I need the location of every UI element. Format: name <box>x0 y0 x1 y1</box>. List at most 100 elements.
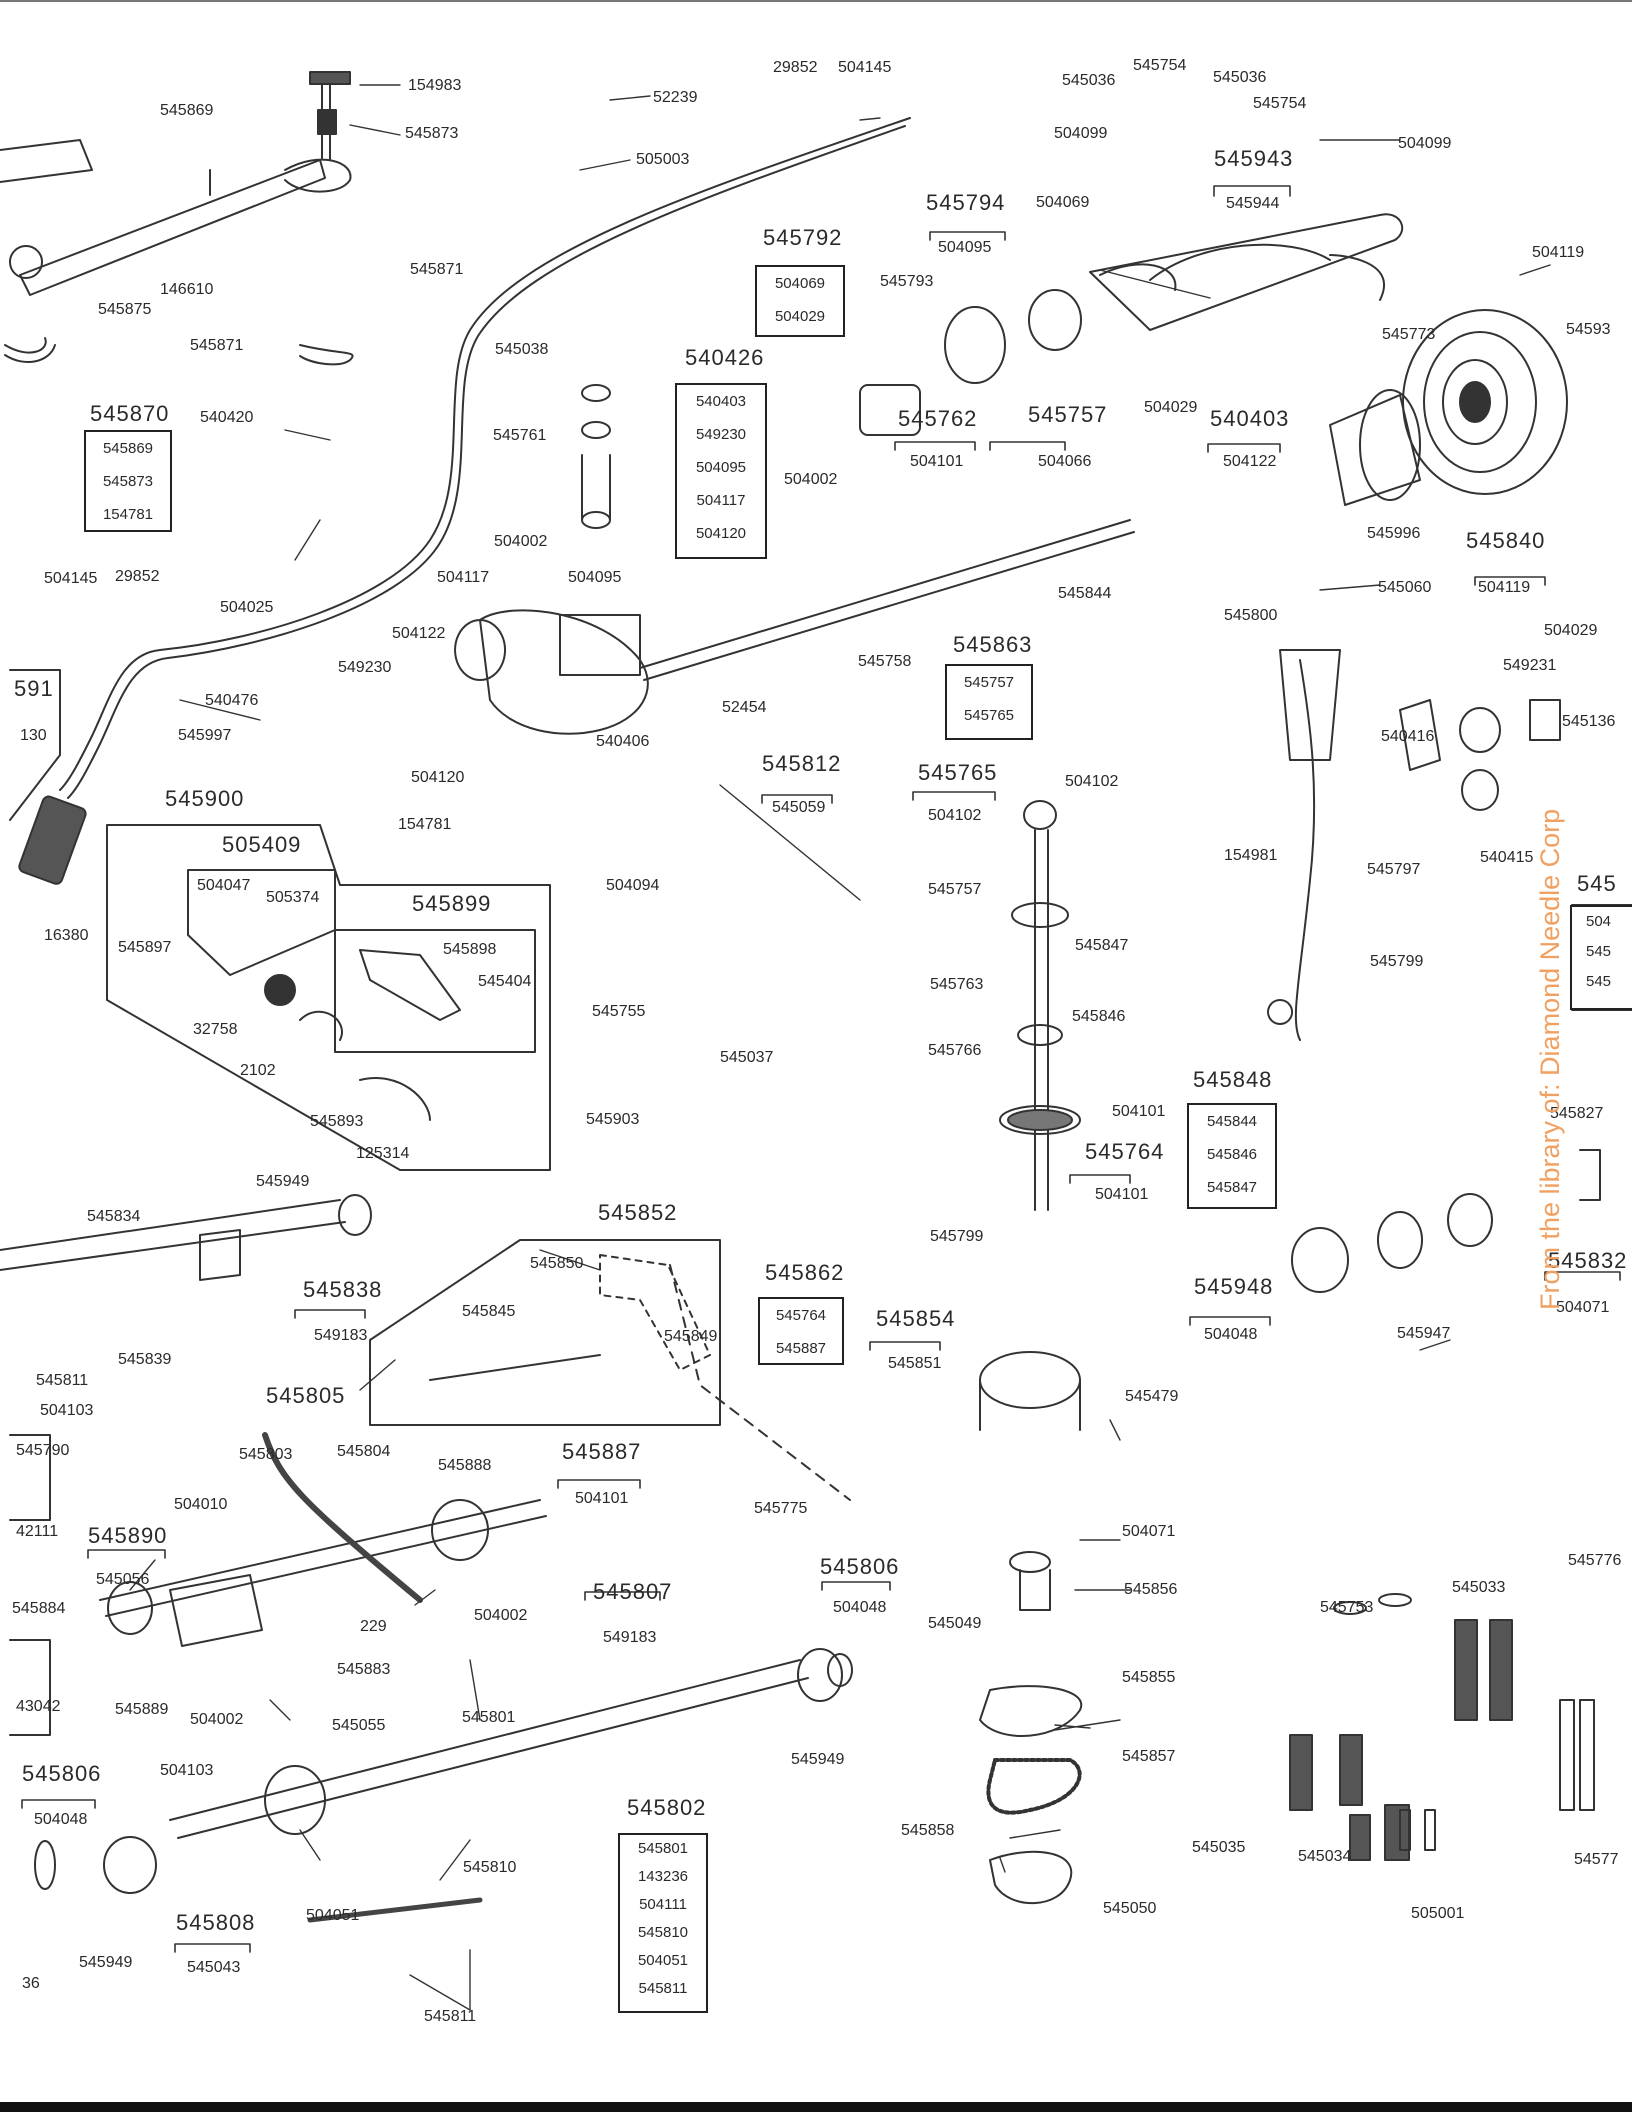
part-number: 545758 <box>858 653 912 670</box>
top-border <box>0 0 1632 2</box>
part-number: 540476 <box>205 692 259 709</box>
part-number: 36 <box>22 1975 40 1992</box>
kit-title-545863: 545863 <box>953 632 1033 657</box>
part-number: 545038 <box>495 341 549 358</box>
kit-505409-outline <box>187 869 336 976</box>
kit-item: 545811 <box>638 1980 688 1997</box>
lower-shaft-shape-3 <box>169 1659 809 1839</box>
part-number: 545037 <box>720 1049 774 1066</box>
part-number: 545811 <box>36 1372 89 1389</box>
kit-item: 545887 <box>775 1340 827 1357</box>
part-number: 43042 <box>16 1698 61 1715</box>
kit-item: 545757 <box>963 674 1015 691</box>
part-number: 545754 <box>1253 95 1307 112</box>
part-number: 504069 <box>1036 194 1090 211</box>
kit-box-right-cropped: 504 545 545 <box>1570 905 1632 1010</box>
kit-box-545862: 545764 545887 <box>758 1297 844 1365</box>
part-number: 545790 <box>16 1442 70 1459</box>
part-number: 504145 <box>838 59 892 76</box>
part-number: 545888 <box>438 1457 492 1474</box>
part-number: 504119 <box>1478 579 1531 596</box>
part-number: 154981 <box>1224 847 1278 864</box>
part-number: 545903 <box>586 1111 640 1128</box>
library-watermark: From the library of: Diamond Needle Corp <box>1535 808 1565 1310</box>
part-number: 504002 <box>474 1607 528 1624</box>
part-number: 545059 <box>772 799 826 816</box>
part-number: 29852 <box>115 568 160 585</box>
part-number: 545800 <box>1224 607 1278 624</box>
part-number: 504101 <box>1095 1186 1149 1203</box>
part-number: 545806 <box>22 1761 102 1786</box>
part-number: 545763 <box>930 976 984 993</box>
kit-item: 504120 <box>695 525 747 542</box>
kit-item: 545 <box>1586 973 1612 990</box>
part-number: 540416 <box>1381 728 1435 745</box>
bottom-border <box>0 2102 1632 2112</box>
part-number: 545850 <box>530 1255 584 1272</box>
part-number: 545797 <box>1367 861 1421 878</box>
part-number: 545857 <box>1122 1748 1176 1765</box>
kit-box-545863: 545757 545765 <box>945 664 1033 740</box>
part-number: 545899 <box>412 891 492 916</box>
kit-545900-outline <box>106 824 551 1171</box>
kit-item: 545869 <box>102 440 154 457</box>
part-number: 545404 <box>478 973 532 990</box>
part-number: 545036 <box>1062 72 1116 89</box>
part-number: 52239 <box>653 89 698 106</box>
kit-title-545792: 545792 <box>763 225 843 250</box>
part-number: 545766 <box>928 1042 982 1059</box>
part-number: 504095 <box>568 569 622 586</box>
part-number: 545947 <box>1397 1325 1451 1342</box>
part-number: 504025 <box>220 599 274 616</box>
part-number: 504117 <box>437 569 490 586</box>
part-number: 504103 <box>40 1402 94 1419</box>
part-number: 545997 <box>178 727 232 744</box>
part-number: 545875 <box>98 301 152 318</box>
kit-item: 504 <box>1586 913 1612 930</box>
lower-shaft-shape-2 <box>99 1499 547 1617</box>
kit-box-540426: 540403 549230 504095 504117 504120 <box>675 383 767 559</box>
part-number: 504120 <box>411 769 465 786</box>
part-number: 545846 <box>1072 1008 1126 1025</box>
part-number: 545847 <box>1075 937 1129 954</box>
part-number: 545852 <box>598 1200 678 1225</box>
part-number: 32758 <box>193 1021 238 1038</box>
part-number: 545943 <box>1214 146 1294 171</box>
pulley-shape <box>1402 309 1568 495</box>
part-number: 545949 <box>79 1954 133 1971</box>
part-number: 545838 <box>303 1277 383 1302</box>
part-number: 545855 <box>1122 1669 1176 1686</box>
part-number: 591 <box>14 676 54 701</box>
part-number: 54577 <box>1574 1851 1619 1868</box>
part-number: 504102 <box>1065 773 1119 790</box>
part-number: 545043 <box>187 1959 241 1976</box>
part-number: 545764 <box>1085 1139 1165 1164</box>
part-number: 540415 <box>1480 849 1534 866</box>
part-number: 545033 <box>1452 1579 1506 1596</box>
part-number: 505374 <box>266 889 320 906</box>
part-number: 504047 <box>197 877 251 894</box>
part-number: 545810 <box>463 1859 517 1876</box>
part-number: 29852 <box>773 59 818 76</box>
part-number: 545804 <box>337 1443 391 1460</box>
kit-item: 545764 <box>775 1307 827 1324</box>
part-number: 545897 <box>118 939 172 956</box>
part-number: 545035 <box>1192 1839 1246 1856</box>
part-number: 545055 <box>332 1717 386 1734</box>
kit-item: 504069 <box>774 275 826 292</box>
kit-item: 545846 <box>1206 1146 1258 1163</box>
part-number: 545050 <box>1103 1900 1157 1917</box>
kit-item: 504051 <box>637 1952 689 1969</box>
part-number: 545862 <box>765 1260 845 1285</box>
part-number: 545849 <box>664 1328 718 1345</box>
part-number: 504002 <box>784 471 838 488</box>
lever-arm-shape <box>0 71 354 366</box>
part-number: 504101 <box>1112 1103 1166 1120</box>
part-number: 545871 <box>410 261 464 278</box>
kit-item: 540403 <box>695 393 747 410</box>
cover-plate-shape <box>979 1685 1083 1737</box>
part-number: 545794 <box>926 190 1006 215</box>
part-number: 545060 <box>1378 579 1432 596</box>
part-number: 545884 <box>12 1600 66 1617</box>
